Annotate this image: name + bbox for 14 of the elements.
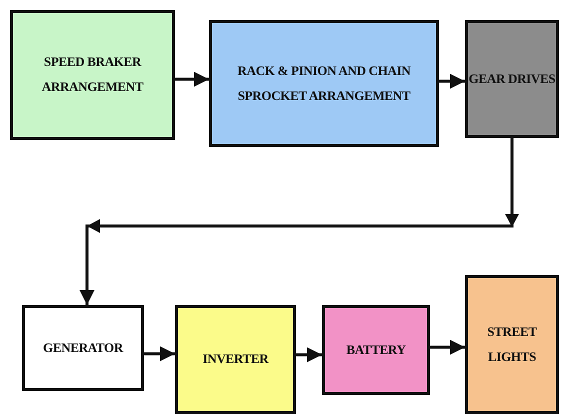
box-label: RACK & PINION AND CHAIN SPROCKET ARRANGEMENT — [236, 62, 412, 104]
process-box — [465, 275, 559, 414]
process-box — [10, 10, 175, 140]
box-label: STREET LIGHTS — [486, 322, 538, 366]
box-label: SPEED BRAKER ARRANGEMENT — [40, 53, 144, 96]
process-box — [322, 305, 430, 395]
box-label: GENERATOR — [43, 338, 123, 357]
process-box — [175, 305, 296, 414]
box-label: INVERTER — [202, 350, 268, 368]
box-label: BATTERY — [346, 340, 406, 359]
process-box — [465, 20, 559, 138]
process-box — [22, 305, 144, 391]
box-label: GEAR DRIVES — [468, 70, 556, 88]
process-box — [209, 20, 439, 147]
